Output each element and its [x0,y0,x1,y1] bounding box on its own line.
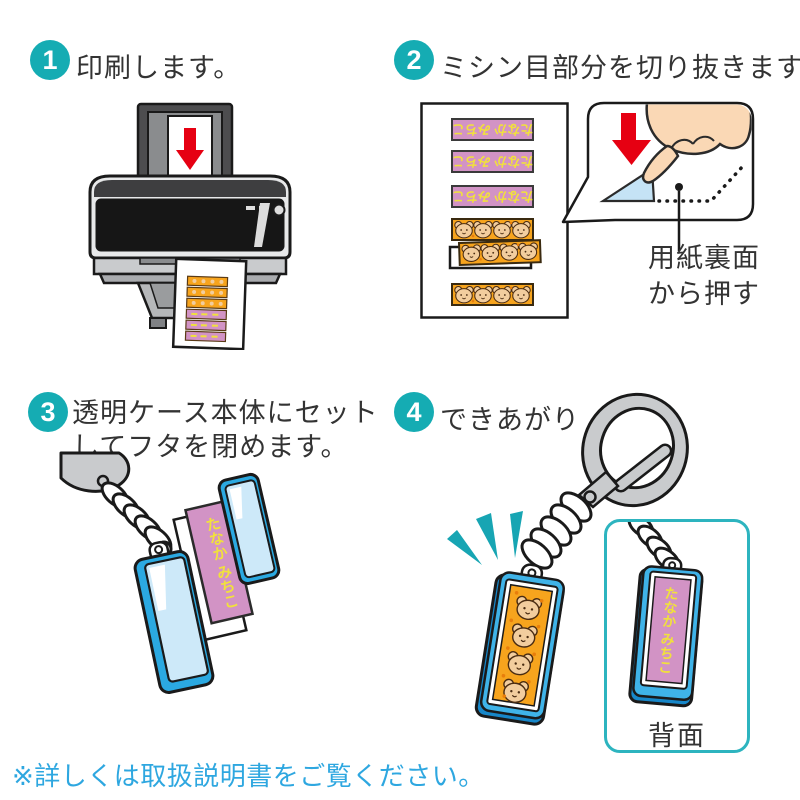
finished-keyholder-illustration [447,392,689,726]
printer-power-light [272,203,286,217]
clasp-eyelet [583,490,597,504]
spring-coil [520,491,593,570]
step-3-number: 3 [40,396,56,427]
step-2-badge: 2 [394,40,434,80]
orange-pattern-strip [451,283,534,306]
printer-illustration [88,102,292,350]
printer-output-sheet [171,257,248,350]
push-callout-bubble [561,101,755,251]
hand-pushing [641,104,752,184]
perforation-dots [657,164,745,203]
case-lid [217,472,281,586]
push-arrow-icon [612,113,651,165]
step-1-badge: 1 [30,40,70,80]
footer-note: ※詳しくは取扱説明書をご覧ください。 [12,761,485,791]
label-sheet: たなか みちこ たなか みちこ たなか みちこ [420,102,569,319]
name-text-vertical: たなか みちこ [657,586,681,675]
thumb [641,144,680,184]
back-view-label: 背面 [648,721,706,751]
sparkle-marks-icon [447,511,523,565]
step-3-caption: 透明ケース本体にセット してフタを閉めます。 [72,396,379,464]
push-note-line2: から押す [648,279,760,309]
step-1-number: 1 [42,44,58,75]
feed-arrow-icon [176,128,204,170]
spring-coil [100,481,173,553]
tag-back-illustration: たなか みちこ [627,522,704,708]
step-3-caption-line1: 透明ケース本体にセット [72,398,379,428]
step-3-badge: 3 [28,392,68,432]
name-text: たなか みちこ [452,154,534,169]
name-text: たなか みちこ [452,122,534,137]
spring-coil [627,522,681,572]
tag-front [474,563,565,726]
pointer-dot [675,183,683,191]
name-text: たなか みちこ [452,189,534,204]
paper-flap [599,167,656,203]
case-assembly-illustration: たなか みちこ [59,451,281,694]
step-4-number: 4 [406,396,422,427]
keyring-clasp [577,392,689,509]
step-1-caption: 印刷します。 [76,53,242,83]
step-4-badge: 4 [394,392,434,432]
tag-back: たなか みちこ [628,556,704,708]
orange-pattern-strip [451,218,534,241]
push-note-line1: 用紙裏面 [648,243,760,273]
step-4-caption: できあがり [440,405,580,435]
case-clasp [59,451,131,493]
step-2-caption: ミシン目部分を切り抜きます。 [440,53,800,83]
back-view-box: たなか みちこ 背面 [604,519,750,753]
push-note: 用紙裏面 から押す [648,240,760,312]
pink-name-strips: たなか みちこ たなか みちこ たなか みちこ [451,118,534,208]
printed-strips [184,275,229,343]
popped-strip [457,239,542,267]
case-body [133,540,215,694]
step-2-number: 2 [406,44,422,75]
